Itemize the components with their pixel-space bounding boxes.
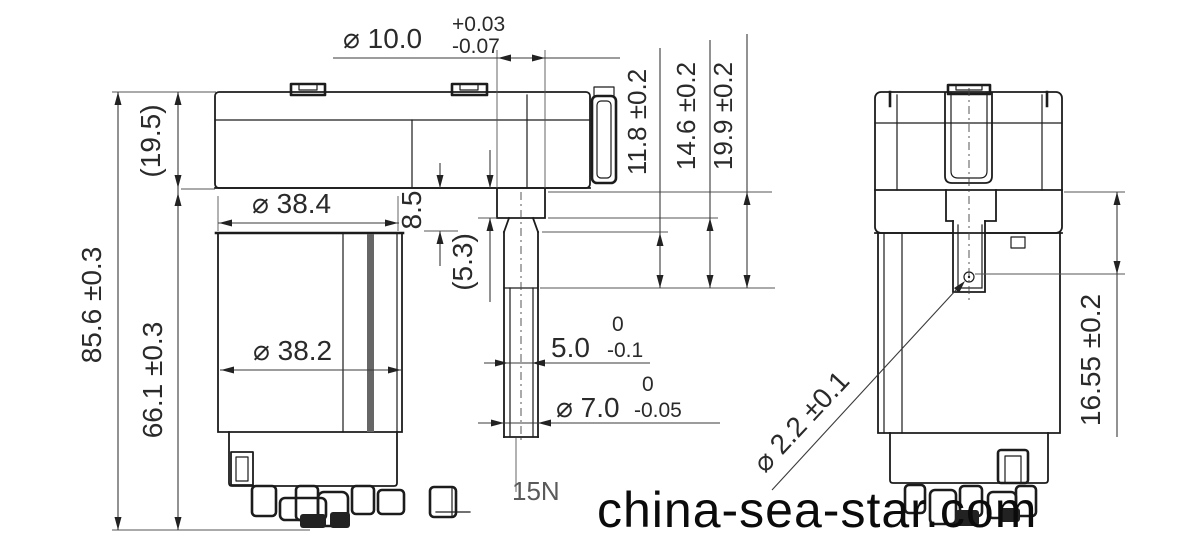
side-view-motor-body bbox=[874, 232, 1063, 485]
dimension-shaft-lengths: 11.8 ±0.2 14.6 ±0.2 19.9 ±0.2 bbox=[540, 34, 775, 289]
dimension-8-5: 8.5 bbox=[396, 163, 458, 266]
dim-label-d38-4: ⌀ 38.4 bbox=[252, 188, 331, 219]
dim-label-8-5: 8.5 bbox=[396, 191, 427, 230]
dim-label-5-3: (5.3) bbox=[447, 233, 478, 291]
dim-label-85-6: 85.6 ±0.3 bbox=[76, 247, 107, 364]
dim-label-66-1: 66.1 ±0.3 bbox=[137, 322, 168, 439]
dim-label-d7-0: ⌀ 7.0 bbox=[556, 392, 620, 423]
dimension-5-3: (5.3) bbox=[447, 150, 497, 302]
dim-tol-minus-d7-0: -0.05 bbox=[634, 399, 682, 422]
front-view-output-shaft bbox=[496, 187, 546, 444]
side-view-shaft-boss bbox=[945, 88, 997, 300]
dimension-flange-diameter: ⌀ 38.4 bbox=[217, 188, 399, 231]
dimension-cross-hole: ⌀ 2.2 ±0.1 bbox=[747, 281, 965, 491]
dim-tol-minus-d10: -0.07 bbox=[452, 35, 500, 58]
dimension-body-diameter: ⌀ 38.2 bbox=[220, 335, 401, 374]
mounting-face-line bbox=[181, 187, 591, 190]
dim-label-d38-2: ⌀ 38.2 bbox=[253, 335, 332, 366]
dim-tol-plus-d10: +0.03 bbox=[452, 13, 505, 36]
dim-label-14-6: 14.6 ±0.2 bbox=[671, 62, 701, 170]
front-view-gearbox-housing bbox=[214, 82, 618, 189]
dim-label-d10: ⌀ 10.0 bbox=[343, 23, 422, 54]
dimension-shaft-flat: 5.0 0 -0.1 bbox=[484, 313, 650, 367]
side-view-gearbox-housing bbox=[874, 83, 1063, 234]
dim-tol-minus-5-0: -0.1 bbox=[607, 339, 643, 362]
dim-label-5-0: 5.0 bbox=[551, 332, 590, 363]
dim-label-d2-2: ⌀ 2.2 ±0.1 bbox=[747, 365, 855, 478]
dim-label-19-9: 19.9 ±0.2 bbox=[708, 62, 738, 170]
dimension-gearbox-height: (19.5) 66.1 ±0.3 bbox=[135, 92, 182, 530]
watermark-text: china-sea-star.com bbox=[597, 482, 1037, 538]
axial-force-callout: 15N bbox=[512, 438, 560, 506]
dim-tol-plus-d7-0: 0 bbox=[642, 373, 654, 396]
front-view-motor-body bbox=[214, 231, 405, 487]
dim-label-19-5: (19.5) bbox=[135, 104, 166, 177]
dim-tol-plus-5-0: 0 bbox=[612, 313, 624, 336]
dimension-overall-height: 85.6 ±0.3 bbox=[76, 91, 310, 531]
dimension-shaft-boss-diameter: ⌀ 10.0 +0.03 -0.07 bbox=[333, 13, 620, 188]
force-label: 15N bbox=[512, 476, 560, 506]
dim-label-11-8: 11.8 ±0.2 bbox=[622, 69, 652, 175]
dim-label-16-55: 16.55 ±0.2 bbox=[1075, 294, 1106, 426]
dimension-shaft-diameter: ⌀ 7.0 0 -0.05 bbox=[478, 373, 720, 427]
side-connector bbox=[590, 94, 618, 185]
front-view-connector-pins bbox=[250, 484, 471, 528]
side-view-connector-pins bbox=[903, 483, 1038, 526]
dimension-16-55: 16.55 ±0.2 bbox=[975, 191, 1125, 437]
